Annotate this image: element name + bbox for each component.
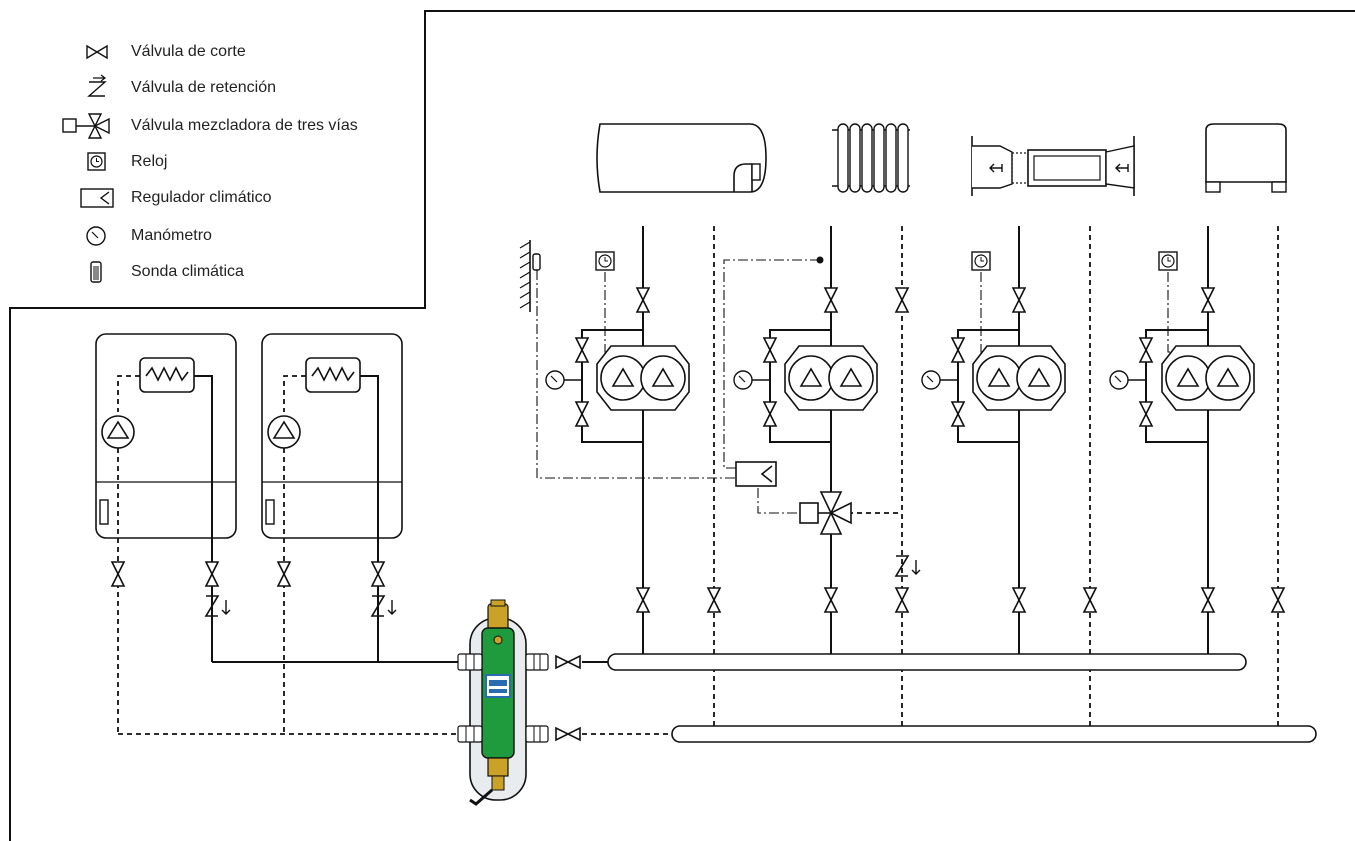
climate-regulator-icon — [77, 186, 117, 210]
diagram-frame — [9, 10, 1355, 841]
clock-icon — [77, 150, 117, 174]
fan-coil-icon — [971, 136, 1135, 196]
legend: Válvula de corte Válvula de retención Vá… — [9, 10, 426, 309]
legend-label: Reloj — [131, 153, 168, 170]
pressure-gauge-icon — [77, 224, 117, 248]
legend-label: Sonda climática — [131, 263, 244, 280]
check-valve-icon — [77, 74, 117, 100]
three-way-mixing-valve-icon — [62, 113, 117, 139]
shutoff-valve-icon — [77, 40, 117, 64]
boiler-1 — [95, 333, 237, 734]
boiler-2 — [261, 333, 403, 734]
legend-label: Válvula de corte — [131, 43, 246, 60]
check-valve-circuit — [895, 555, 921, 577]
return-manifold — [671, 725, 1317, 743]
legend-label: Válvula de retención — [131, 79, 276, 96]
pressure-gauges — [545, 370, 1146, 390]
legend-label: Manómetro — [131, 227, 212, 244]
storage-tank-icon — [596, 123, 767, 193]
flow-manifold — [607, 653, 1247, 671]
three-way-mixing-valve — [799, 491, 852, 535]
radiant-unit-icon — [1205, 123, 1287, 193]
climate-probe — [519, 240, 541, 312]
legend-label: Regulador climático — [131, 189, 272, 206]
shutoff-valves-lower — [636, 587, 1285, 613]
hydraulic-separator — [457, 599, 549, 806]
radiator-icon — [832, 123, 910, 193]
legend-label: Válvula mezcladora de tres vías — [131, 117, 358, 134]
climate-probe-icon — [77, 260, 117, 284]
climate-regulator — [735, 461, 777, 487]
